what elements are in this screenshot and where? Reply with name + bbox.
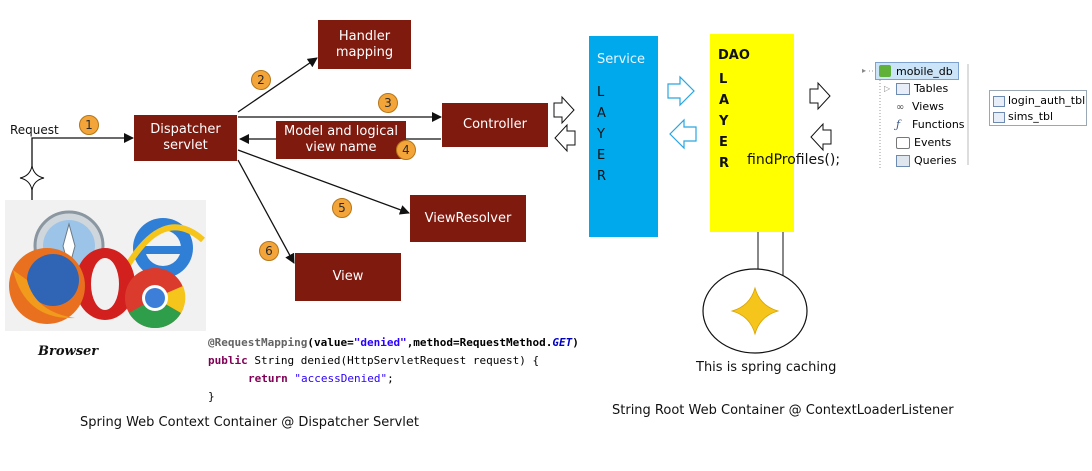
arrow-to-handler-mapping [237, 57, 318, 113]
dao-method-call: findProfiles(); [747, 152, 841, 168]
view-label: View [332, 269, 364, 284]
code-line-2: public String denied(HttpServletRequest … [208, 354, 539, 367]
browser-logos-icon [9, 210, 206, 329]
code-close: ) [572, 336, 579, 349]
model-view-box: Model and logical view name [276, 121, 406, 159]
request-label: Request [10, 123, 59, 137]
tree-item-functions[interactable]: ƒ Functions [896, 118, 965, 131]
dao-letter: A [719, 93, 730, 108]
dispatcher-label: Dispatcher servlet [150, 122, 221, 153]
browser-label: Browser [38, 344, 99, 359]
controller-label: Controller [463, 117, 527, 132]
service-letter: E [597, 148, 606, 163]
code-method: ,method=RequestMethod. [406, 336, 553, 349]
code-return-value: "accessDenied" [294, 372, 388, 385]
code-line-1: @RequestMapping(value="denied",method=Re… [208, 336, 579, 349]
table-item[interactable]: sims_tbl [993, 110, 1053, 123]
viewresolver-label: ViewResolver [424, 210, 512, 226]
hollow-arrow-right-2 [667, 75, 695, 107]
tree-label: Functions [912, 118, 965, 131]
tree-label: Queries [914, 154, 957, 167]
code-value: "denied" [353, 336, 407, 349]
tree-item-queries[interactable]: Queries [896, 154, 956, 167]
step-badge-5: 5 [332, 198, 352, 218]
expand-arrow-icon[interactable]: ▸ [862, 66, 867, 75]
tree-label: Tables [914, 82, 949, 95]
handler-mapping-label: Handler mapping [335, 28, 394, 60]
arrow-to-viewresolver [237, 149, 410, 215]
web-context-caption: Spring Web Context Container @ Dispatche… [80, 415, 419, 430]
views-icon: ∞ [896, 102, 905, 113]
dao-layer: DAO L A Y E R [710, 34, 794, 232]
cache-label: This is spring caching [696, 360, 837, 375]
code-method-value: GET [552, 336, 573, 349]
hollow-arrow-left-1 [554, 123, 576, 153]
hollow-arrow-right-3 [809, 81, 831, 111]
function-icon: ƒ [896, 118, 901, 131]
code-public: public [208, 354, 248, 367]
service-letter: Y [597, 127, 605, 142]
queries-icon [896, 155, 910, 167]
tables-list: login_auth_tbl sims_tbl [989, 90, 1087, 126]
tree-item-tables[interactable]: Tables [896, 82, 948, 95]
tree-label: Events [914, 136, 952, 149]
service-letter: A [597, 106, 606, 121]
handler-mapping-box: Handler mapping [318, 20, 411, 69]
step-badge-3: 3 [378, 93, 398, 113]
dao-letter: R [719, 156, 730, 171]
view-box: View [295, 253, 401, 301]
tree-item-events[interactable]: Events [896, 136, 951, 149]
browser-icons [5, 200, 206, 331]
dao-letter: L [719, 72, 728, 87]
hollow-arrow-left-3 [810, 122, 832, 152]
dao-title: DAO [718, 48, 750, 63]
code-annotation: @RequestMapping [208, 336, 308, 349]
table-icon [993, 95, 1005, 107]
code-signature: String denied(HttpServletRequest request… [247, 354, 540, 367]
dao-letters: L A Y E R [719, 69, 729, 174]
events-icon [896, 137, 910, 149]
hollow-arrow-right-1 [553, 95, 575, 125]
expand-arrow-icon[interactable]: ▷ [884, 84, 891, 93]
service-letter: R [597, 169, 607, 184]
model-view-label: Model and logical view name [284, 124, 398, 155]
table-icon [896, 83, 910, 95]
step-badge-1: 1 [79, 115, 99, 135]
cache-star-icon [730, 286, 780, 336]
controller-box: Controller [442, 103, 548, 147]
code-open: (value= [307, 336, 354, 349]
dao-letter: Y [719, 114, 729, 129]
request-arrow [31, 133, 134, 222]
sparkle-icon [19, 165, 45, 191]
code-semicolon: ; [387, 372, 394, 385]
table-icon [993, 111, 1005, 123]
step-badge-6: 6 [259, 241, 279, 261]
tree-item-views[interactable]: ∞ Views [896, 100, 944, 113]
table-item[interactable]: login_auth_tbl [993, 94, 1085, 107]
service-letters: L A Y E R [597, 82, 606, 187]
step-badge-2: 2 [251, 70, 271, 90]
db-root-node[interactable]: mobile_db [875, 62, 959, 80]
service-letter: L [597, 85, 605, 100]
code-brace: } [208, 390, 215, 403]
hollow-arrow-left-2 [669, 118, 697, 150]
tree-label: Views [912, 100, 944, 113]
arrow-to-view [237, 159, 295, 264]
table-name: login_auth_tbl [1008, 94, 1086, 107]
viewresolver-box: ViewResolver [410, 195, 526, 242]
code-return: return [248, 372, 288, 385]
table-name: sims_tbl [1008, 110, 1054, 123]
root-container-caption: String Root Web Container @ ContextLoade… [612, 403, 954, 418]
step-badge-4: 4 [396, 140, 416, 160]
code-line-4: } [208, 390, 215, 403]
dispatcher-servlet-box: Dispatcher servlet [134, 115, 237, 161]
dao-letter: E [719, 135, 728, 150]
db-name: mobile_db [896, 65, 953, 78]
service-layer: Service L A Y E R [589, 36, 658, 237]
database-icon [879, 65, 891, 77]
code-line-3: return "accessDenied"; [248, 372, 394, 385]
service-title: Service [597, 52, 646, 67]
